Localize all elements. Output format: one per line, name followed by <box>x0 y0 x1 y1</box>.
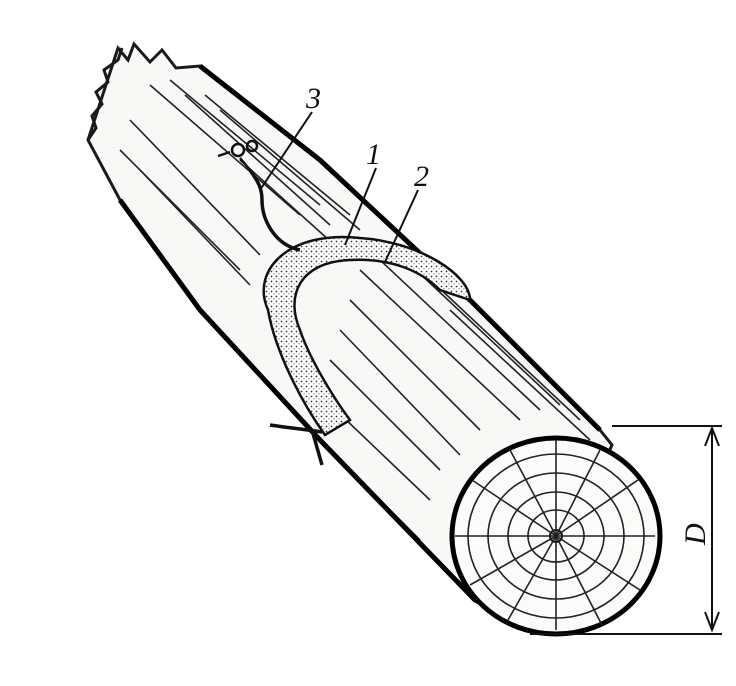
detonator-cap-icon <box>230 142 246 158</box>
charge-ring-band <box>262 235 472 437</box>
broken-end <box>86 47 124 141</box>
charge-ring <box>262 235 472 437</box>
label-2: 2 <box>414 160 429 193</box>
bark-hatching <box>119 79 591 541</box>
detonator-wire <box>217 139 324 466</box>
label-d: D <box>679 523 712 546</box>
label-3: 3 <box>305 82 321 115</box>
label-1: 1 <box>366 138 381 171</box>
log-top-edge <box>198 64 602 432</box>
growth-rays <box>455 440 655 630</box>
lower-wire <box>269 423 323 434</box>
log-end-face <box>449 435 663 637</box>
diameter-dimension <box>530 425 722 635</box>
label-leaders <box>259 111 419 263</box>
